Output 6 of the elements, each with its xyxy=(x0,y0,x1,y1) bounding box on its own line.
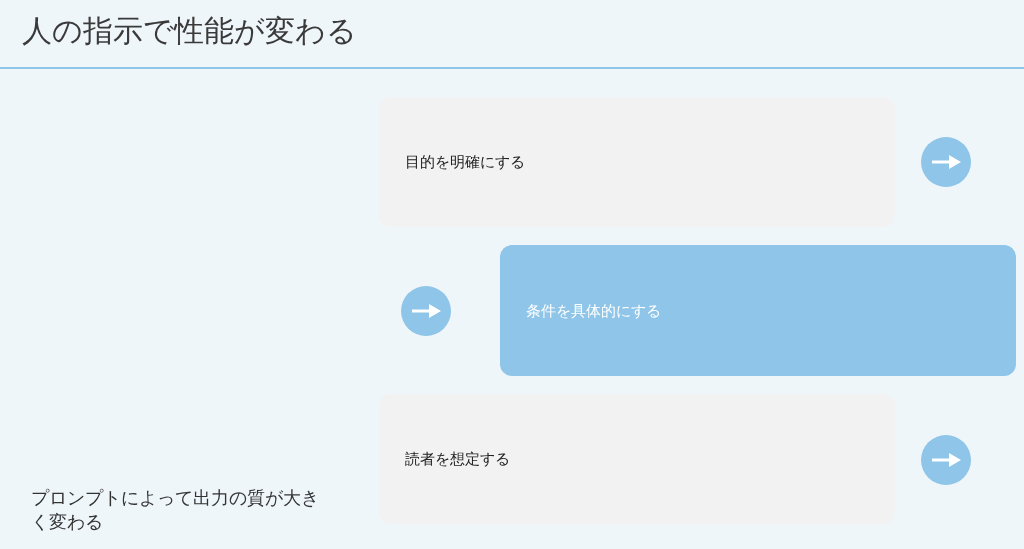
step-card xyxy=(500,245,1016,376)
note-text: プロンプトによって出力の質が大きく変わる xyxy=(31,486,320,534)
step-text: 目的を明確にする xyxy=(405,152,525,173)
page-title: 人の指示で性能が変わる xyxy=(22,12,357,50)
step-text: 条件を具体的にする xyxy=(526,300,661,322)
step-text: 読者を想定する xyxy=(405,449,510,470)
